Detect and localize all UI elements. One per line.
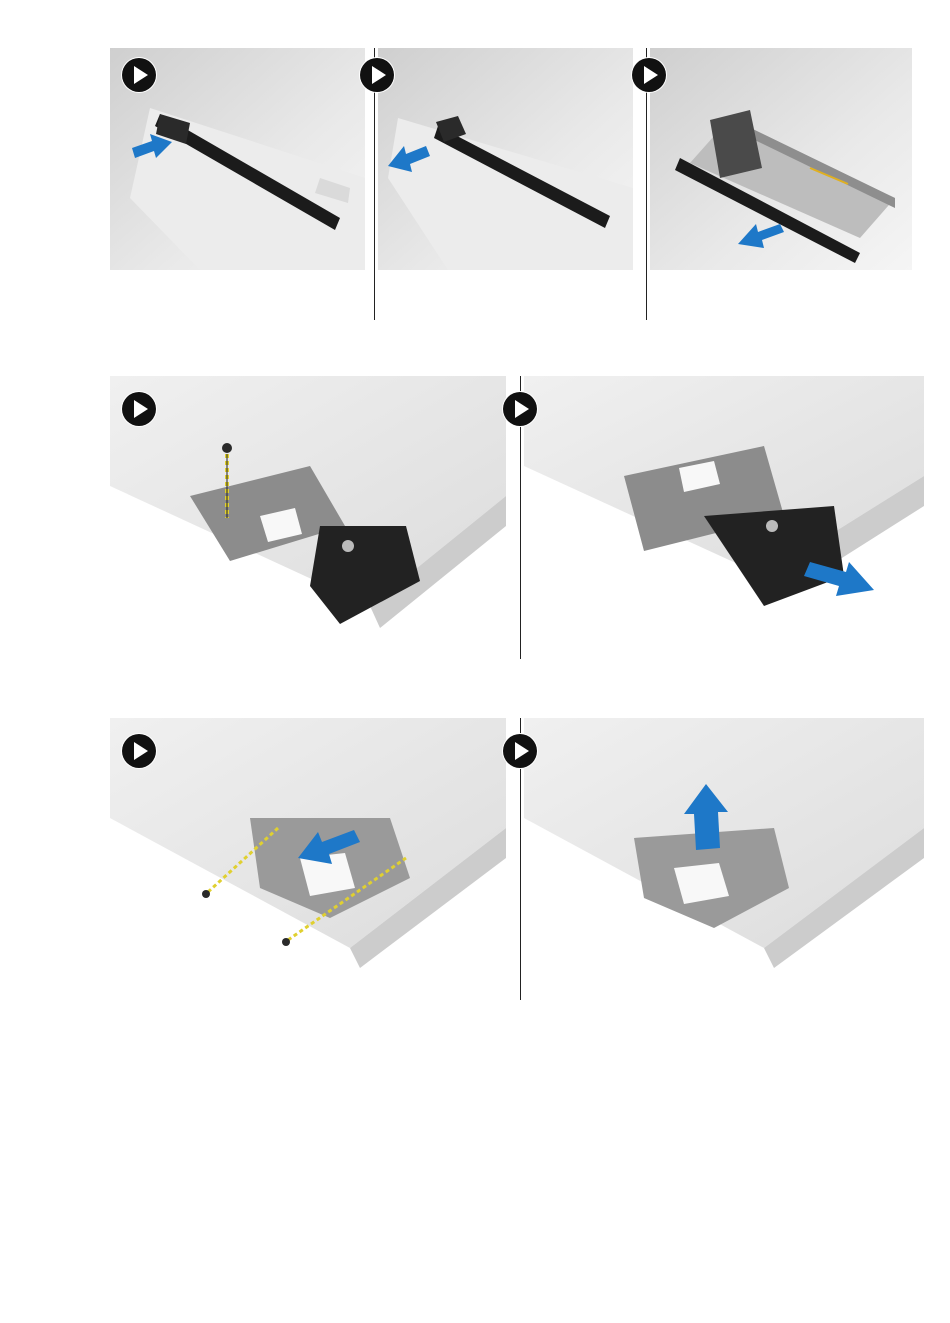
step-4-panel [110,376,506,628]
step-2-panel [378,48,633,270]
bezel-screw-illustration [110,376,506,628]
bracket-removal-illustration [524,718,924,968]
step-3-panel [650,48,912,270]
screw-icon [202,890,210,898]
step-6-panel [110,718,506,968]
step-7-panel [524,718,924,968]
play-step-icon [122,734,156,768]
bezel-removal-illustration [524,376,924,628]
play-step-icon [503,734,537,768]
play-step-icon [503,392,537,426]
bracket-screws-illustration [110,718,506,968]
screw-icon [282,938,290,946]
play-step-icon [122,58,156,92]
play-step-icon [360,58,394,92]
step-5-panel [524,376,924,628]
play-step-icon [122,392,156,426]
screw-icon [222,443,232,453]
optical-drive-removal-illustration [650,48,912,270]
play-step-icon [632,58,666,92]
optical-drive-latch-illustration [378,48,633,270]
